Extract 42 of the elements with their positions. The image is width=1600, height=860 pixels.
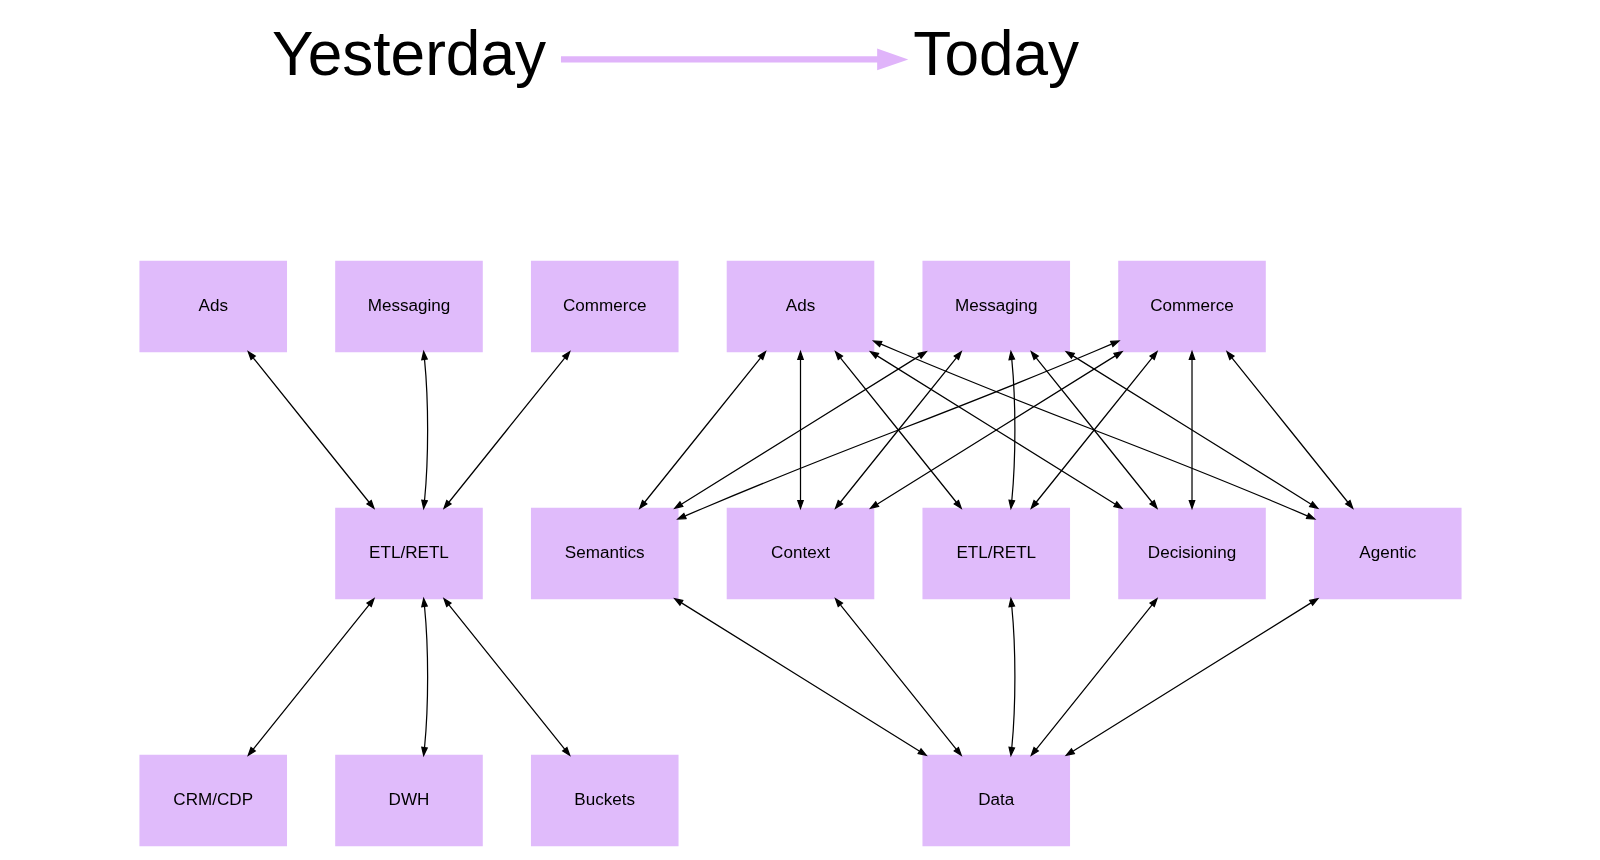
arrow — [868, 350, 1124, 510]
node-box: ETL/RETL — [921, 507, 1070, 600]
arrow — [638, 350, 767, 510]
node-text: Yesterday — [271, 19, 546, 88]
arrow — [675, 340, 1121, 520]
node-box: Ads — [138, 260, 287, 353]
node-box: Decisioning — [1117, 507, 1266, 600]
arrow — [1064, 597, 1319, 757]
arrow — [246, 597, 375, 757]
node-box: Agentic — [1313, 507, 1462, 600]
node-box: Messaging — [334, 260, 483, 353]
arrow — [420, 349, 428, 511]
node-box: Semantics — [530, 507, 679, 600]
node-box: Data — [921, 754, 1070, 847]
arrow — [1187, 349, 1196, 511]
arrow — [833, 597, 962, 757]
arrow — [833, 350, 962, 510]
node-box: Messaging — [921, 260, 1070, 353]
arrow — [1064, 350, 1319, 510]
arrow — [1225, 350, 1354, 510]
node-box: Ads — [726, 260, 874, 353]
node-box: DWH — [334, 754, 483, 847]
arrow — [246, 350, 375, 510]
node-box: ETL/RETL — [334, 507, 483, 600]
arrow — [1029, 350, 1158, 510]
arrow — [871, 340, 1316, 520]
arrow — [442, 350, 571, 510]
arrow — [796, 349, 804, 511]
arrow — [1007, 349, 1015, 511]
arrow — [672, 597, 928, 757]
arrow — [560, 48, 908, 71]
arrow — [420, 596, 428, 758]
arrow — [442, 597, 571, 757]
node-box: Commerce — [530, 260, 679, 353]
arrow — [1007, 596, 1015, 758]
node-box: Context — [726, 507, 874, 600]
node-box: Buckets — [530, 754, 679, 847]
node-box: Commerce — [1117, 260, 1266, 353]
arrow — [672, 350, 928, 510]
node-text: Today — [912, 19, 1079, 88]
node-box: CRM/CDP — [138, 754, 287, 847]
arrow — [1029, 597, 1158, 757]
